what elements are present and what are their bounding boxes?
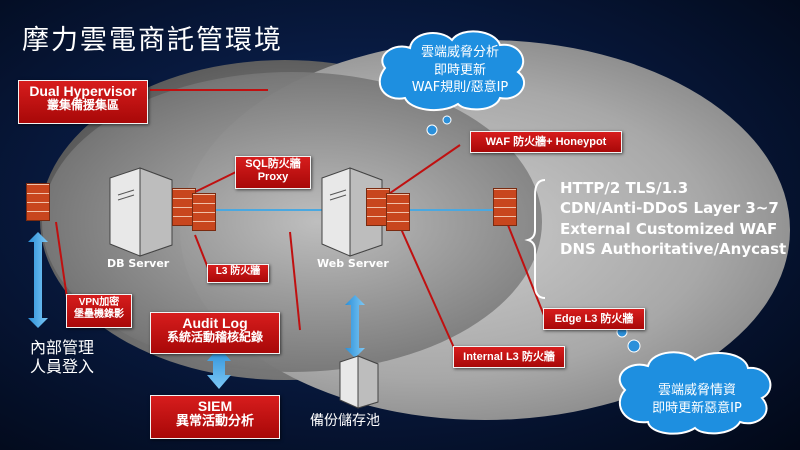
l3-firewall-box: L3 防火牆 — [207, 264, 269, 283]
internal-login-line2: 人員登入 — [30, 357, 95, 377]
internal-l3-label: Internal L3 防火牆 — [463, 351, 555, 363]
bottom-cloud-line1: 雲端威脅情資 — [657, 383, 736, 398]
top-cloud-line2: 即時更新 — [433, 62, 486, 78]
feature-list: HTTP/2 TLS/1.3 CDN/Anti-DDoS Layer 3~7 E… — [560, 178, 786, 259]
feature-item: DNS Authoritative/Anycast — [560, 239, 787, 258]
web-server-label: Web Server — [317, 257, 389, 270]
vpn-arrow — [28, 232, 48, 328]
audit-log-box: Audit Log 系統活動稽核紀錄 — [150, 312, 280, 354]
dual-hypervisor-title: Dual Hypervisor — [29, 83, 137, 99]
top-cloud-text: 雲端威脅分析 即時更新 WAF規則/惡意IP — [400, 44, 520, 97]
edge-l3-box: Edge L3 防火牆 — [543, 308, 645, 330]
audit-siem-arrow — [207, 347, 231, 389]
feature-item: External Customized WAF — [560, 219, 778, 238]
audit-log-subtitle: 系統活動稽核紀錄 — [166, 330, 263, 345]
page-title: 摩力雲電商託管環境 — [22, 25, 283, 56]
dual-hypervisor-subtitle: 叢集備援集區 — [46, 98, 119, 113]
internal-login-line1: 內部管理 — [30, 338, 95, 357]
siem-box: SIEM 異常活動分析 — [150, 395, 280, 439]
feature-item: CDN/Anti-DDoS Layer 3~7 — [560, 199, 779, 218]
internal-l3-box: Internal L3 防火牆 — [453, 346, 565, 368]
bottom-cloud-text: 雲端威脅情資 即時更新惡意IP — [632, 382, 762, 417]
audit-log-title: Audit Log — [182, 315, 248, 331]
bottom-cloud-line2: 即時更新惡意IP — [652, 400, 742, 416]
l3-firewall-label: L3 防火牆 — [215, 266, 261, 277]
siem-subtitle: 異常活動分析 — [175, 413, 254, 429]
sql-firewall-box: SQL防火牆 Proxy — [235, 156, 311, 189]
sql-firewall-subtitle: Proxy — [257, 170, 289, 183]
siem-title: SIEM — [197, 398, 233, 414]
top-cloud — [378, 30, 525, 111]
vpn-firewall-icon — [26, 183, 50, 221]
vpn-subtitle: 堡壘機錄影 — [74, 308, 124, 320]
db-server-icon — [109, 167, 173, 257]
edge-l3-label: Edge L3 防火牆 — [554, 313, 634, 325]
dual-hypervisor-box: Dual Hypervisor 叢集備援集區 — [18, 80, 148, 124]
edge-firewall-icon — [493, 188, 517, 226]
l3-firewall-icon — [192, 193, 216, 231]
vpn-box: VPN加密 堡壘機錄影 — [66, 294, 132, 328]
top-cloud-line1: 雲端威脅分析 — [420, 45, 499, 60]
waf-honeypot-box: WAF 防火牆+ Honeypot — [470, 131, 622, 153]
waf-honeypot-label: WAF 防火牆+ Honeypot — [485, 136, 607, 148]
backup-label: 備份儲存池 — [310, 413, 380, 429]
vpn-title: VPN加密 — [78, 297, 120, 308]
sql-firewall-title: SQL防火牆 — [245, 158, 301, 170]
db-server-label: DB Server — [107, 257, 170, 270]
bottom-cloud — [618, 351, 772, 435]
feature-item: HTTP/2 TLS/1.3 — [560, 179, 689, 197]
backup-arrow — [345, 295, 365, 358]
top-cloud-line3: WAF規則/惡意IP — [411, 80, 509, 96]
backup-storage-icon — [339, 355, 379, 409]
internal-firewall-icon — [386, 193, 410, 231]
internal-login-label: 內部管理 人員登入 — [30, 338, 94, 376]
feature-bracket — [524, 179, 546, 299]
